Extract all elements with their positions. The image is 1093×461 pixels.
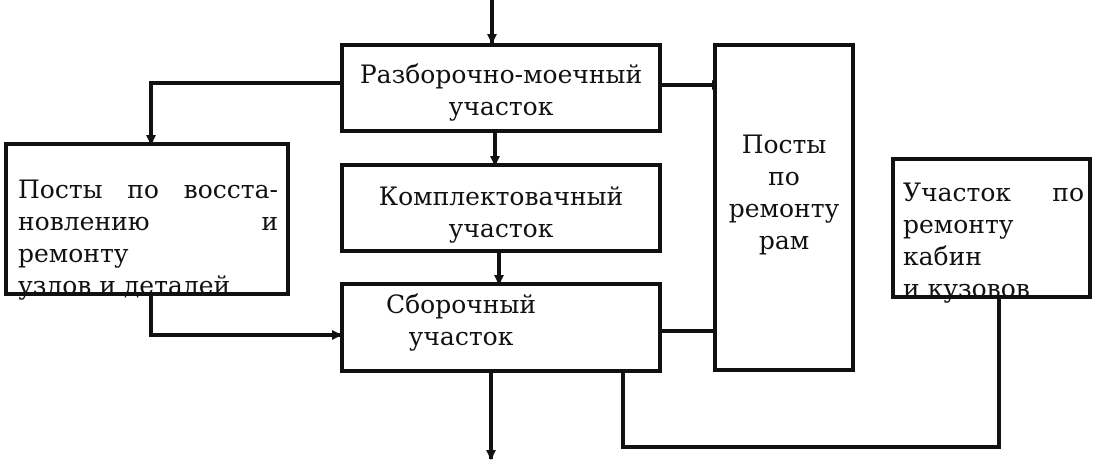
washing-section-box: Разборочно-моечный участок (340, 43, 662, 133)
kitting-section-box: Комплектовачный участок (340, 163, 662, 253)
cabin-body-repair-label-line-3: и кузовов (903, 274, 1030, 303)
restoration-posts-label-line-3: узлов и деталей (18, 271, 231, 300)
cabin-body-repair-label-line-2: ремонту кабин (903, 210, 1014, 271)
frame-repair-posts-label-line-4: рам (758, 226, 810, 255)
arrow-washing-to-restoration (146, 81, 340, 145)
cabin-body-repair-box: Участок по ремонту кабин и кузовов (891, 157, 1092, 303)
frame-repair-posts-label-line-1: Посты (741, 130, 827, 159)
restoration-posts-box: Посты по восста- новлению и ремонту узло… (4, 142, 290, 300)
arrow-cabins-to-assembly (618, 297, 1001, 449)
assembly-section-label-line-2: участок (408, 322, 514, 351)
kitting-section-label-line-2: участок (448, 214, 554, 243)
assembly-section-label-line-1: Сборочный (385, 290, 537, 319)
frame-repair-posts-label-line-2: по (768, 162, 800, 191)
kitting-section-label-line-1: Комплектовачный (378, 182, 624, 211)
cabin-body-repair-label-line-1: Участок по (903, 178, 1084, 207)
restoration-posts-label-line-2: новлению и ремонту (18, 207, 278, 268)
frame-repair-posts-box: Посты по ремонту рам (713, 43, 855, 372)
assembly-section-box: Сборочный участок (340, 282, 662, 373)
arrow-restoration-to-assembly (149, 294, 342, 340)
washing-section-label-line-2: участок (448, 92, 554, 121)
frame-repair-posts-label-line-3: ремонту (728, 194, 840, 223)
washing-section-label-line-1: Разборочно-моечный (359, 60, 643, 89)
restoration-posts-label-line-1: Посты по восста- (18, 175, 278, 204)
